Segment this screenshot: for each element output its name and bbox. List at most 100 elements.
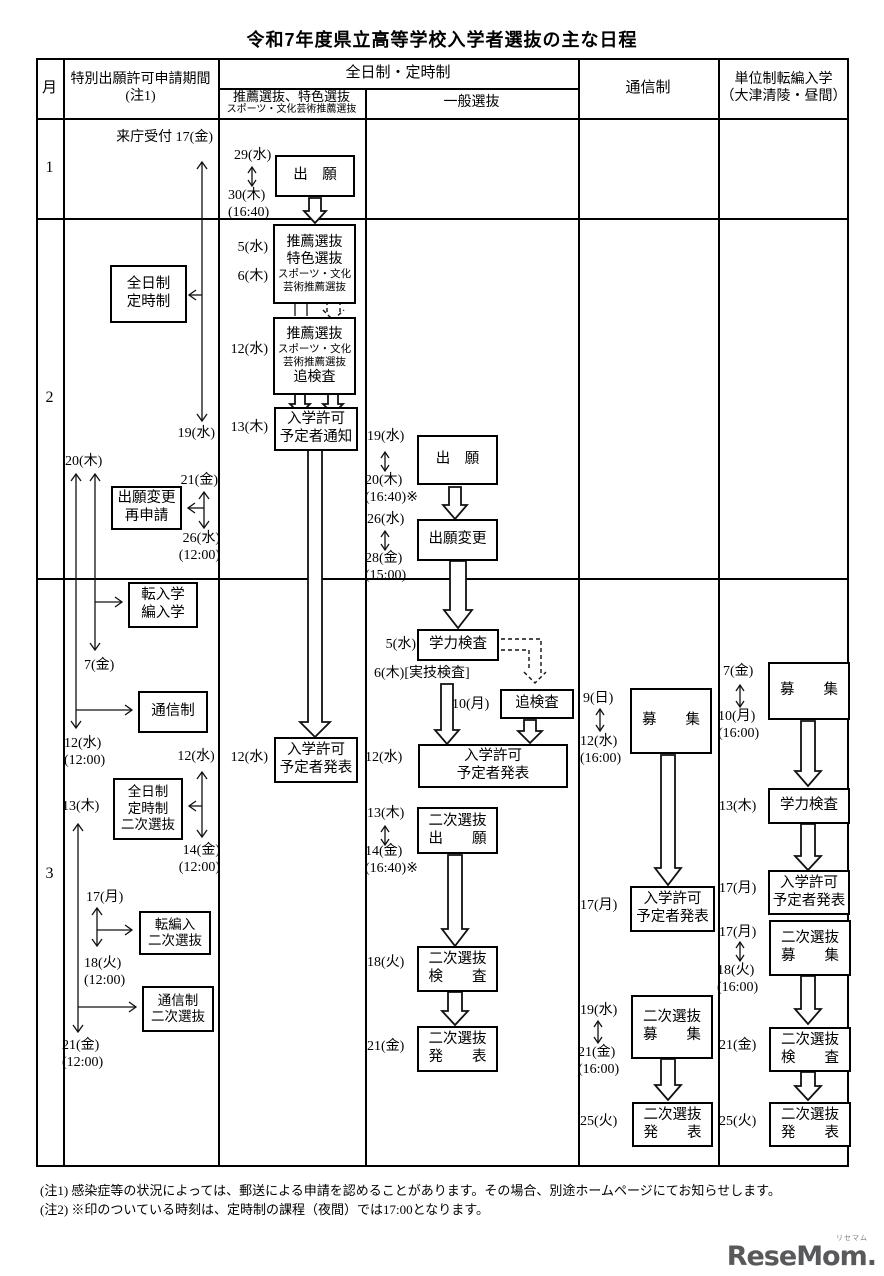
date-label: 19(水) xyxy=(580,1003,618,1018)
date-label: 18(火) xyxy=(367,955,405,970)
range-arrow-recommend-apply xyxy=(247,165,257,188)
box-general-apply: 出 願 xyxy=(417,435,498,485)
date-label: 17(月) xyxy=(719,925,757,940)
box-text: 募 集 xyxy=(642,712,700,729)
box-recommend-notice: 入学許可 予定者通知 xyxy=(274,407,358,451)
box-corr-announce: 入学許可 予定者発表 xyxy=(630,886,715,932)
date-label: 12(水) (16:00) xyxy=(580,734,622,766)
range-arrow-credit-recruit xyxy=(735,683,745,709)
box-corr-recruit: 募 集 xyxy=(630,688,712,754)
header-recommendation: 推薦選抜、特色選抜 スポーツ・文化芸術推薦選抜 xyxy=(218,88,365,118)
date-label: 10(月) (16:00) xyxy=(718,709,760,741)
range-arrow-credit-second xyxy=(735,940,745,963)
box-text: 入学許可 予定者通知 xyxy=(279,411,353,445)
date-label: 18(火) (12:00) xyxy=(84,956,126,988)
block-arrow-general-change-exam xyxy=(442,560,474,630)
date-label: 13(木) xyxy=(230,420,268,435)
date-label: 21(金) (12:00) xyxy=(62,1038,104,1070)
grid-line xyxy=(365,88,367,1167)
page-title: 令和7年度県立高等学校入学者選抜の主な日程 xyxy=(246,30,638,50)
box-recommend-selection: 推薦選抜 特色選抜 スポーツ・文化 芸術推薦選抜 xyxy=(273,224,356,304)
box-credit-exam: 学力検査 xyxy=(768,788,850,824)
box-credit-second-exam: 二次選抜 検 査 xyxy=(769,1027,851,1072)
box-text: 通信制 二次選抜 xyxy=(151,992,205,1024)
box-special-corr-second: 通信制 二次選抜 xyxy=(142,986,214,1032)
box-text: 二次選抜 発 表 xyxy=(428,1031,487,1065)
range-arrow-general-apply xyxy=(380,450,390,473)
box-text: 二次選抜 募 集 xyxy=(643,1009,701,1043)
date-label: 25(火) xyxy=(719,1114,757,1129)
date-label: 25(火) xyxy=(580,1114,618,1129)
box-text: 追検査 xyxy=(293,370,336,386)
box-text: 出願変更 再申請 xyxy=(117,490,176,524)
arrow-special-visit-period xyxy=(187,160,208,423)
date-label: 19(水) xyxy=(177,426,215,441)
box-general-announce: 入学許可 予定者発表 xyxy=(418,744,568,788)
date-label: 7(金) xyxy=(723,664,754,679)
date-label: 5(水) xyxy=(385,637,416,652)
date-label: 26(水) (12:00) xyxy=(178,531,220,563)
date-label: 17(月) xyxy=(580,898,618,913)
logo-ruby-text: リセマム xyxy=(836,1234,868,1242)
header-credit-transfer: 単位制転編入学 （大津清陵・昼間） xyxy=(720,71,847,105)
footnote-2: (注2) ※印のついている時刻は、定時制の課程（夜間）では17:00となります。 xyxy=(40,1202,489,1217)
date-label: 13(木) xyxy=(62,799,100,814)
box-text: 募 集 xyxy=(780,682,838,699)
box-general-exam: 学力検査 xyxy=(417,629,499,661)
block-arrow-general-second-exam-announce xyxy=(439,991,471,1027)
date-label: 12(水) xyxy=(365,750,403,765)
box-general-second-apply: 二次選抜 出 願 xyxy=(417,807,498,854)
grid-line xyxy=(36,218,849,220)
box-text: 二次選抜 検 査 xyxy=(781,1031,839,1066)
box-corr-second-announce: 二次選抜 発 表 xyxy=(632,1102,713,1147)
date-label: 21(金) xyxy=(367,1039,405,1054)
arrow-special-20-corr xyxy=(70,472,134,730)
box-special-correspondence: 通信制 xyxy=(138,691,208,733)
block-arrow-credit-second-exam-announce xyxy=(792,1071,824,1102)
range-arrow-general-change xyxy=(380,529,390,552)
date-label: 12(水) xyxy=(177,749,215,764)
date-label: 20(木) xyxy=(65,454,103,469)
box-text: 転入学 編入学 xyxy=(141,587,185,621)
grid-line xyxy=(36,578,849,580)
box-text: スポーツ・文化 芸術推薦選抜 xyxy=(277,343,352,368)
header-special-permission: 特別出願許可申請期間 (注1) xyxy=(70,71,211,105)
box-recommend-makeup: 推薦選抜 スポーツ・文化 芸術推薦選抜 追検査 xyxy=(273,317,356,395)
box-text: 出 願 xyxy=(293,167,337,184)
arrow-special-tr2-period xyxy=(91,906,134,948)
box-special-fulltime: 全日制 定時制 xyxy=(110,265,187,323)
block-arrow-credit-second-recruit-exam xyxy=(793,975,823,1026)
box-corr-second-recruit: 二次選抜 募 集 xyxy=(631,995,713,1059)
grid-line xyxy=(63,58,65,1167)
date-label: 28(金) (15:00) xyxy=(365,551,407,583)
block-arrow-general-makeup-announce xyxy=(515,719,545,745)
grid-line xyxy=(36,118,849,120)
block-arrow-general-exam-announce xyxy=(433,683,461,746)
range-arrow-corr-second xyxy=(593,1019,603,1045)
dashed-arrow-exam-makeup xyxy=(501,638,547,684)
date-label: 30(木) (16:40) xyxy=(228,188,270,220)
header-general: 一般選抜 xyxy=(443,95,500,111)
resemom-logo: リセマム ReseMom. xyxy=(726,1233,877,1272)
box-credit-recruit: 募 集 xyxy=(768,662,850,720)
box-text: 学力検査 xyxy=(780,797,838,814)
date-label: 26(水) xyxy=(367,512,405,527)
grid-line xyxy=(578,58,580,1167)
date-label: 21(金) xyxy=(180,473,218,488)
box-text: 二次選抜 募 集 xyxy=(781,930,839,964)
box-text: 推薦選抜 xyxy=(286,326,343,342)
box-text: 入学許可 予定者発表 xyxy=(636,891,709,925)
box-text: 学力検査 xyxy=(429,636,487,653)
logo-text: ReseMom. xyxy=(726,1241,877,1272)
date-label: 10(月) xyxy=(452,697,490,712)
box-recommend-announce: 入学許可 予定者発表 xyxy=(274,737,358,783)
date-label: 19(水) xyxy=(367,429,405,444)
date-label: 20(木) (16:40)※ xyxy=(365,473,418,505)
month-2: 2 xyxy=(45,389,54,406)
header-month: 月 xyxy=(41,79,57,96)
block-arrow-corr-second xyxy=(653,1058,683,1102)
box-text: 二次選抜 出 願 xyxy=(428,812,487,847)
grid-line xyxy=(718,58,720,1167)
box-text: 全日制 定時制 二次選抜 xyxy=(121,784,175,833)
box-text: 二次選抜 検 査 xyxy=(428,951,487,985)
